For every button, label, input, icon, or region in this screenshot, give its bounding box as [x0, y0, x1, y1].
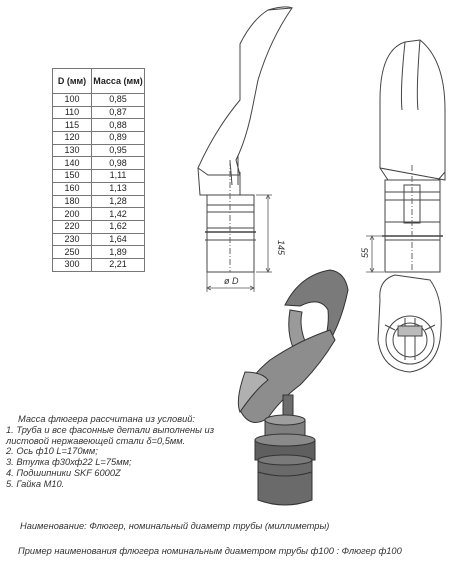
cell-d: 140	[52, 156, 92, 171]
example-text: Пример наименования флюгера номинальным …	[18, 546, 402, 556]
cell-d: 300	[52, 257, 92, 272]
cell-mass: 0,95	[91, 143, 145, 158]
weathervane-3d	[237, 269, 349, 506]
cell-mass: 0,87	[91, 105, 145, 120]
cell-d: 120	[52, 131, 92, 145]
side-view	[379, 39, 446, 273]
cell-mass: 1,89	[91, 245, 145, 259]
notes-item: 5. Гайка М10.	[6, 478, 65, 489]
cell-d: 230	[52, 232, 92, 247]
cell-mass: 0,85	[91, 93, 145, 107]
naming-text: Наименование: Флюгер, номинальный диамет…	[20, 521, 330, 531]
cell-d: 200	[52, 207, 92, 221]
notes-block: Масса флюгера рассчитана из условий: 1. …	[6, 414, 266, 490]
dimension-145	[256, 194, 272, 273]
cell-d: 130	[52, 143, 92, 158]
cell-d: 110	[52, 105, 92, 120]
cell-d: 115	[52, 118, 92, 133]
front-view	[197, 6, 294, 273]
cell-d: 100	[52, 93, 92, 107]
cell-d: 150	[52, 169, 92, 183]
dimension-d	[206, 272, 255, 292]
cell-mass: 1,62	[91, 219, 145, 234]
cell-mass: 0,89	[91, 131, 145, 145]
notes-title: Масса флюгера рассчитана из условий:	[18, 414, 195, 424]
cell-mass: 0,88	[91, 118, 145, 133]
cell-d: 250	[52, 245, 92, 259]
dim-label-d: ø D	[224, 276, 239, 286]
cell-mass: 1,64	[91, 232, 145, 247]
notes-item: 2. Ось ф10 L=170мм;	[6, 446, 98, 457]
notes-item: 4. Подшипники SKF 6000Z	[6, 467, 121, 478]
cell-mass: 1,13	[91, 181, 145, 196]
dimension-55	[366, 235, 384, 273]
notes-item: 3. Втулка ф30хф22 L=75мм;	[6, 457, 132, 468]
dim-label-55: 55	[360, 247, 370, 258]
cell-d: 220	[52, 219, 92, 234]
cell-mass: 1,42	[91, 207, 145, 221]
cell-mass: 1,28	[91, 194, 145, 209]
notes-item: листовой нержавеющей стали δ=0,5мм.	[6, 435, 186, 446]
notes-item: 1. Труба и все фасонные детали выполнены…	[6, 424, 215, 435]
header-mass: Масса (мм)	[91, 68, 145, 94]
cell-d: 160	[52, 181, 92, 196]
dim-label-145: 145	[276, 240, 286, 256]
table-header-row: D (мм) Масса (мм)	[52, 68, 145, 94]
cell-mass: 2,21	[91, 257, 145, 272]
cell-mass: 1,11	[91, 169, 145, 183]
header-d: D (мм)	[52, 68, 92, 94]
cell-d: 180	[52, 194, 92, 209]
cell-mass: 0,98	[91, 156, 145, 171]
detail-view	[377, 274, 442, 373]
